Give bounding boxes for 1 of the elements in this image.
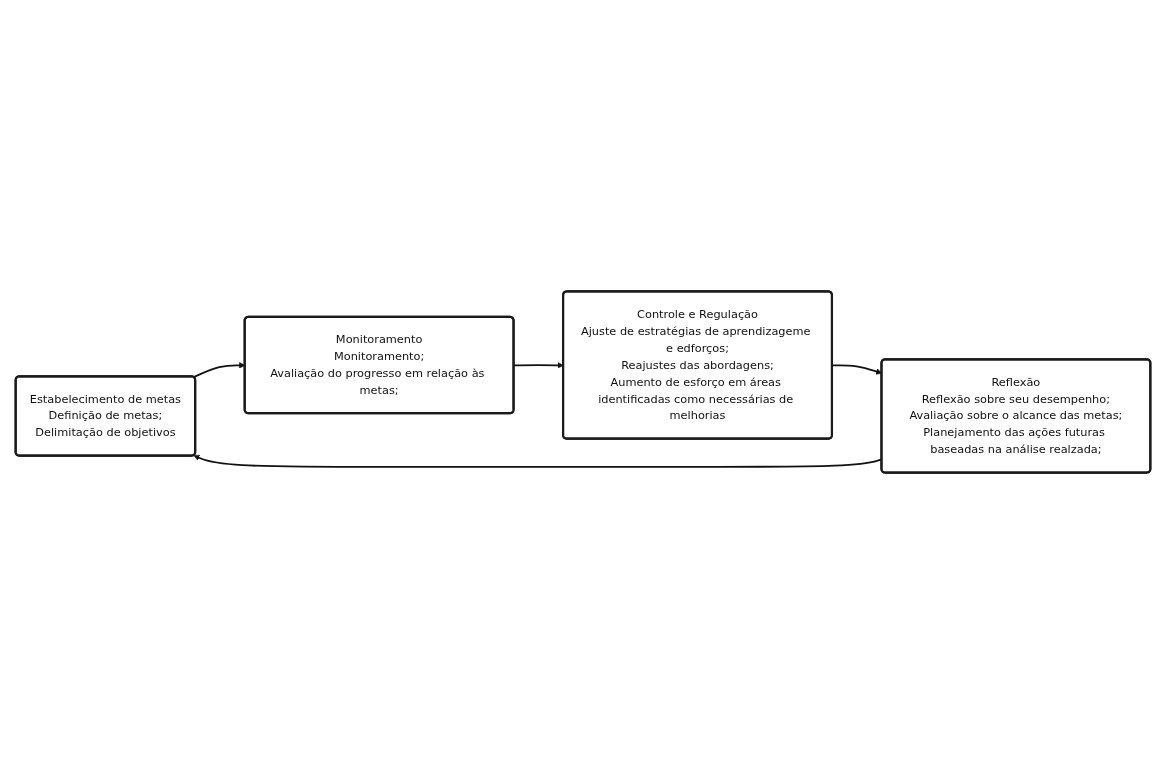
arrow — [513, 362, 564, 369]
